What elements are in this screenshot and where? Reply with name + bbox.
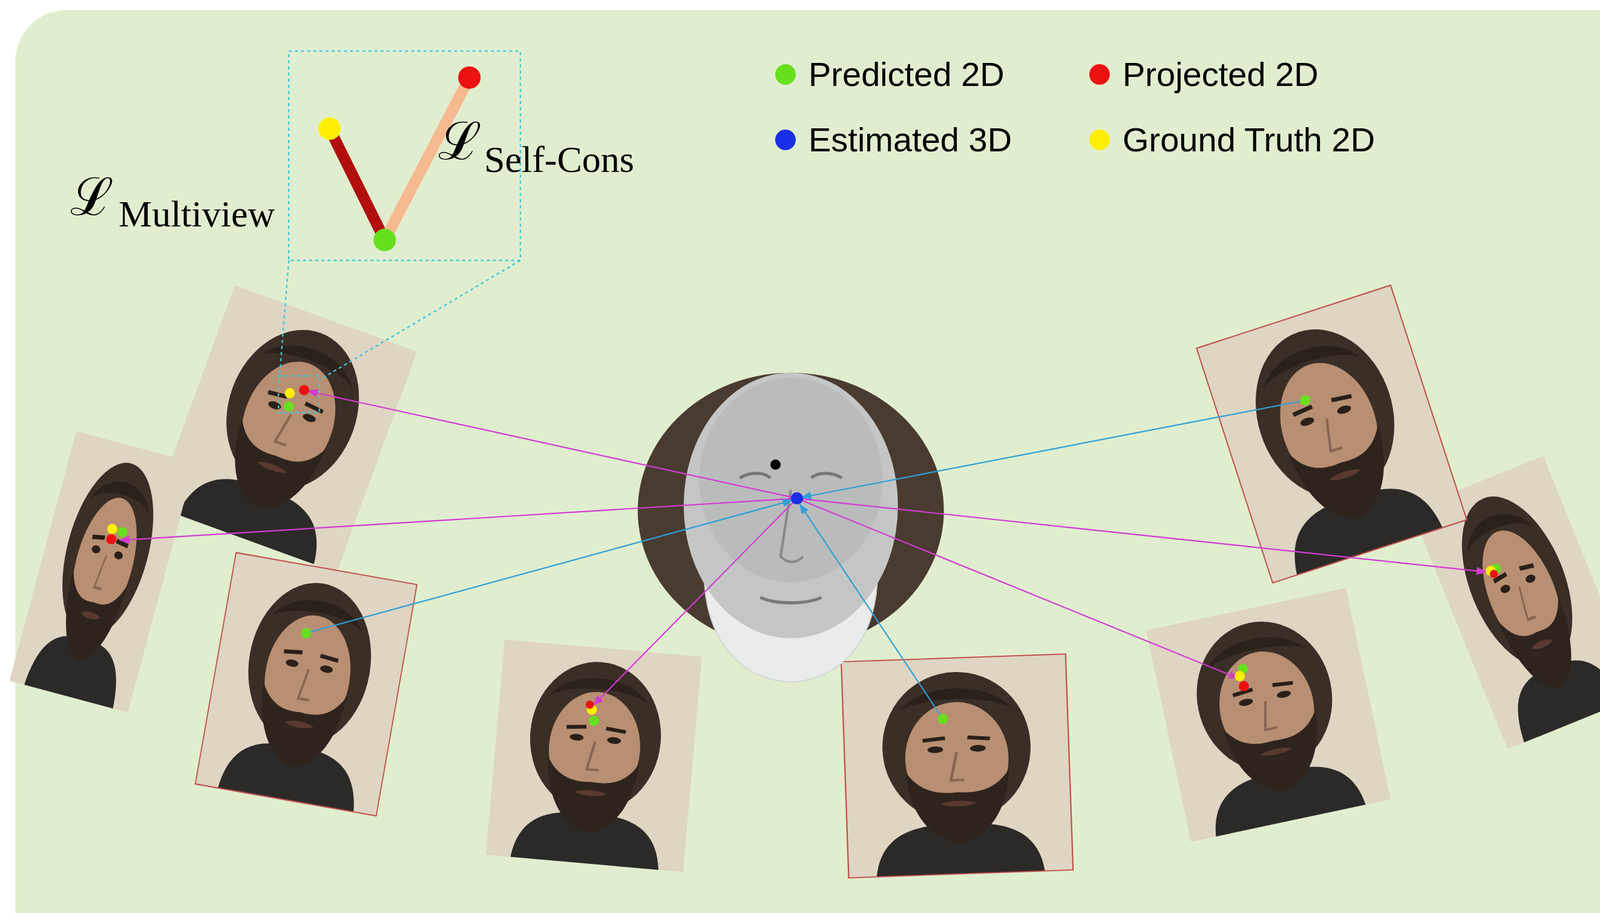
legend-swatch [1089, 64, 1110, 85]
legend-swatch [775, 64, 796, 85]
legend-swatch [1089, 129, 1110, 151]
legend-text: Estimated 3D [808, 122, 1012, 157]
loss-subscript: Multiview [118, 194, 275, 233]
legend-swatch [775, 129, 796, 151]
legend-text: Projected 2D [1122, 57, 1319, 92]
legend-text: Predicted 2D [808, 57, 1005, 92]
loss-symbol: ℒ [438, 114, 482, 168]
loss-symbol: ℒ [70, 170, 114, 223]
legend-text: Ground Truth 2D [1122, 122, 1375, 157]
loss-subscript: Self-Cons [484, 140, 635, 178]
